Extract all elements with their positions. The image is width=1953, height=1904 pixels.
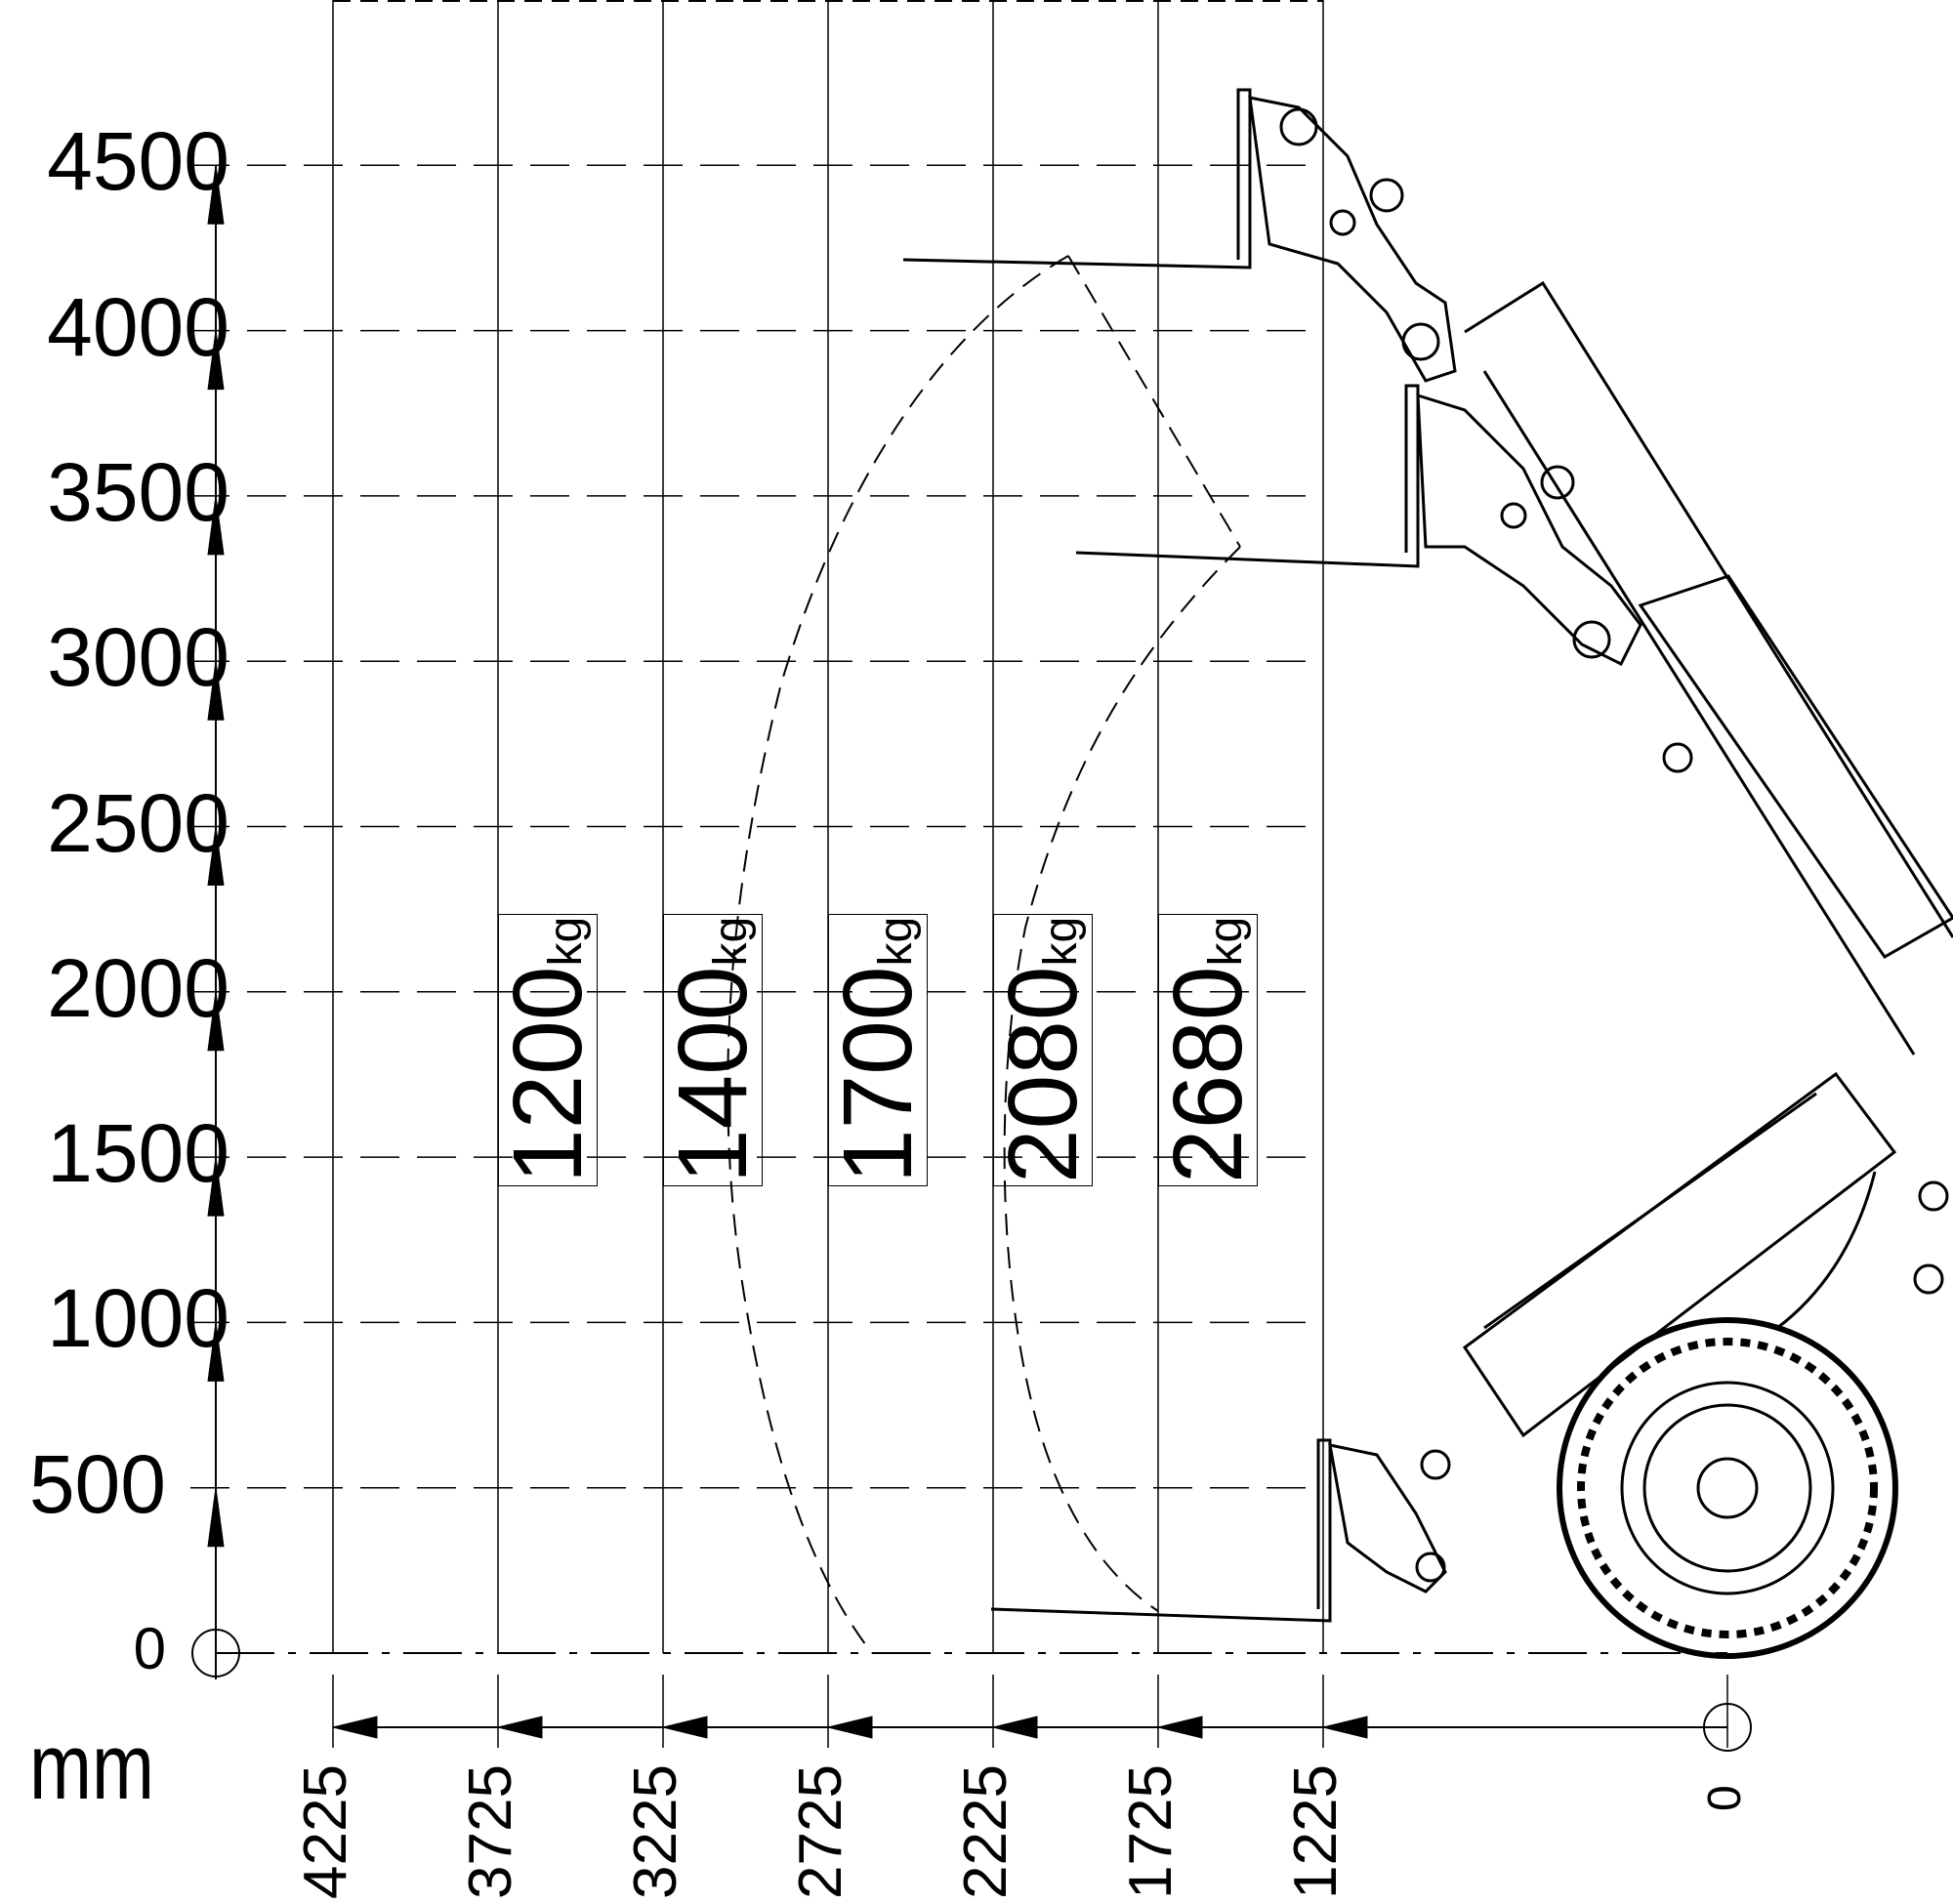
y-arrow-icon	[207, 1322, 225, 1382]
load-capacity-label: 2680kg	[1153, 913, 1263, 1186]
x-arrow-icon	[1157, 1716, 1203, 1739]
x-tick-label: 4225	[292, 1764, 359, 1899]
top-boundary-line	[1067, 255, 1241, 548]
x-tick-label: 2225	[952, 1764, 1019, 1899]
origin-marker	[191, 1629, 240, 1677]
y-arrow-icon	[207, 991, 225, 1052]
fork-top	[902, 88, 1252, 269]
load-capacity-label: 2080kg	[988, 913, 1098, 1186]
attachment-bottom	[1328, 1443, 1447, 1594]
load-curves	[727, 255, 1241, 1654]
attachment-top	[1248, 96, 1457, 383]
unit-label: mm	[29, 1715, 154, 1819]
chassis-curve	[1776, 1171, 1877, 1330]
fork-bottom	[990, 1438, 1332, 1623]
y-arrow-icon	[207, 330, 225, 391]
arm-cylinder	[1483, 1092, 1817, 1330]
y-arrow-icon	[207, 495, 225, 556]
load-unit: kg	[1200, 916, 1252, 967]
load-capacity-label: 1200kg	[493, 913, 603, 1186]
load-unit: kg	[705, 916, 757, 967]
y-arrow-icon	[207, 826, 225, 886]
load-value: 2080	[988, 966, 1098, 1183]
y-arrow-icon	[207, 661, 225, 721]
telehandler-drawing	[902, 88, 1953, 1659]
boom-upper	[1464, 280, 1953, 938]
y-arrow-icon	[207, 1487, 225, 1548]
y-arrow-icon	[207, 1157, 225, 1217]
x-arrow-icon	[332, 1716, 378, 1739]
x-arrow-icon	[497, 1716, 543, 1739]
load-unit: kg	[540, 916, 592, 967]
x-tick-label: 3225	[622, 1764, 689, 1899]
load-unit: kg	[1035, 916, 1087, 967]
y-tick-label: 2000	[47, 941, 229, 1034]
y-arrow-icon	[207, 165, 225, 225]
load-capacity-label: 1400kg	[658, 913, 768, 1186]
wheel-tire	[1557, 1317, 1898, 1659]
x-tick-label: 1225	[1282, 1764, 1350, 1899]
x-arrow-icon	[662, 1716, 708, 1739]
x-arrow-icon	[1322, 1716, 1368, 1739]
load-value: 1400	[658, 966, 768, 1183]
y-tick-label: 0	[133, 1616, 166, 1681]
load-unit: kg	[870, 916, 922, 967]
y-tick-label: 2500	[47, 776, 229, 869]
wheel-rim	[1620, 1381, 1835, 1595]
boom-section	[1638, 574, 1953, 959]
grid	[190, 0, 1727, 1748]
attachment-middle	[1416, 393, 1642, 667]
x-arrow-icon	[992, 1716, 1038, 1739]
x-origin-marker	[1703, 1703, 1752, 1752]
boom-lower	[1482, 370, 1916, 1055]
y-tick-label: 500	[28, 1437, 166, 1530]
y-tick-label: 4500	[47, 115, 229, 208]
arm-lower	[1462, 1071, 1897, 1438]
x-tick-label: 1725	[1117, 1764, 1184, 1899]
load-value: 1200	[493, 966, 603, 1183]
load-capacity-label: 1700kg	[823, 913, 933, 1186]
load-value: 1700	[823, 966, 933, 1183]
y-tick-label: 3000	[47, 611, 229, 704]
x-tick-label: 3725	[457, 1764, 524, 1899]
inner-load-curve	[1003, 546, 1241, 1612]
y-tick-label: 1000	[47, 1272, 229, 1365]
y-tick-label: 1500	[47, 1107, 229, 1200]
x-origin-label: 0	[1699, 1785, 1751, 1811]
y-tick-label: 4000	[47, 280, 229, 373]
axes	[191, 165, 1752, 1752]
x-tick-label: 2725	[787, 1764, 854, 1899]
fork-middle	[1075, 384, 1420, 568]
y-tick-label: 3500	[47, 445, 229, 538]
outer-load-curve	[727, 255, 1069, 1654]
x-arrow-icon	[827, 1716, 873, 1739]
load-value: 2680	[1153, 966, 1263, 1183]
